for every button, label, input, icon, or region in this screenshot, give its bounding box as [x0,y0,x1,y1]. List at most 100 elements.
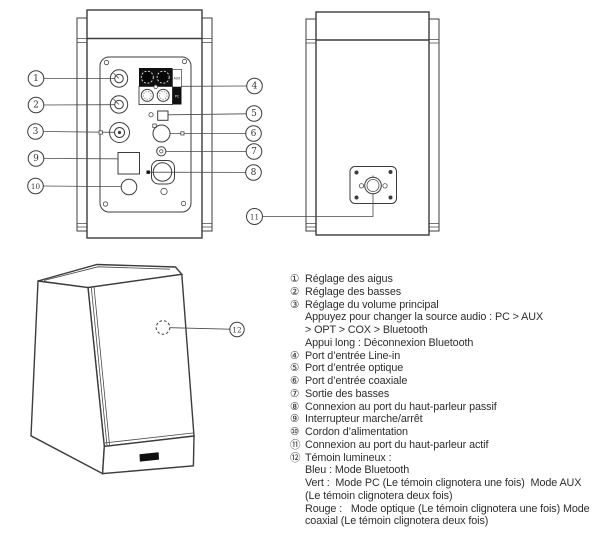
legend-line-text: Connexion au port du haut-parleur actif [305,438,489,451]
legend-line-text: Réglage du volume principal [305,298,439,311]
legend-line-number: ③ [290,298,300,311]
legend-line-number: ⑤ [290,362,300,375]
callout-4: 4 [181,77,263,95]
legend-line: coaxial (Le témoin clignotera deux fois) [290,515,604,528]
legend-line: ③ Réglage du volume principal [290,299,604,312]
svg-text:1: 1 [33,74,39,84]
power-cord-hole [120,178,138,196]
legend-line: ① Réglage des aigus [290,273,604,286]
svg-text:3: 3 [33,127,39,137]
left-speaker-rear-diagram: AUX PC [76,9,213,239]
rail-notches [306,39,439,228]
legend-line-number: ① [290,273,300,285]
legend-line-number [290,490,305,503]
svg-text:5: 5 [251,109,257,119]
legend-line-text: Connexion au port du haut-parleur passif [305,400,497,413]
legend-line: ④ Port d’entrée Line-in [290,350,604,363]
legend-line: ⑥ Port d’entrée coaxiale [290,375,604,388]
optical-port [148,110,169,121]
plinth-seam [104,432,194,444]
legend-line-text: Interrupteur marche/arrêt [305,413,423,426]
svg-text:2: 2 [33,101,39,111]
svg-text:7: 7 [251,147,257,157]
legend-line-number: ② [290,285,300,298]
legend-line-text: coaxial (Le témoin clignotera deux fois) [305,515,489,528]
legend-line-text: Appui long : Déconnexion Bluetooth [305,336,474,349]
rail-notches [77,38,212,228]
callout-12: 12 [169,321,245,338]
legend-line-text: (Le témoin clignotera deux fois) [305,489,453,502]
callout-8: 8 [146,164,262,181]
svg-text:10: 10 [31,182,41,191]
legend-line-number: ⑥ [290,375,300,387]
cabinet-body [86,9,203,239]
legend-line: > OPT > COX > Bluetooth [290,324,604,337]
legend-line-number [290,311,305,324]
legend-line-text: Bleu : Mode Bluetooth [305,464,410,477]
legend-line-number: ⑦ [290,387,300,400]
legend-line: Bleu : Mode Bluetooth [290,464,604,477]
line-in-rca-block: AUX PC [138,68,182,105]
legend-line: ⑨ Interrupteur marche/arrêt [290,413,604,426]
legend-line: Rouge : Mode optique (Le témoin clignote… [290,503,604,516]
pc-label: PC [175,95,180,99]
legend-line-text: Cordon d’alimentation [305,426,408,438]
svg-text:11: 11 [250,213,259,222]
panel-screws [102,58,188,207]
legend-line: ⑫ Témoin lumineux : [290,452,604,465]
legend-line: Appui long : Déconnexion Bluetooth [290,337,604,350]
legend-line-text: Témoin lumineux : [305,451,392,464]
brand-badge [139,452,159,462]
callout-1: 1 [27,70,115,87]
legend-line-text: Port d’entrée Line-in [305,349,401,362]
legend-line: ② Réglage des basses [290,286,604,299]
svg-text:8: 8 [251,168,257,178]
power-switch [117,152,140,175]
legend-line-text: Réglage des basses [305,285,402,298]
legend-line-text: Réglage des aigus [305,273,393,285]
legend-line-text: Port d’entrée optique [305,362,404,375]
legend-line-text: Rouge : Mode optique (Le témoin clignote… [305,502,590,515]
callout-3: 3 [27,123,115,140]
legend-line-number [290,324,305,337]
legend-line-number: ⑪ [290,438,301,451]
led-indicator-dashed [155,320,171,335]
top-bevel-line [43,266,171,281]
legend-line-number [290,464,305,477]
front-edge-bevel [90,286,110,446]
callout-2: 2 [27,96,115,114]
legend-line-number [290,515,305,528]
bass-output-port [156,146,167,157]
legend-line: ⑪ Connexion au port du haut-parleur acti… [290,439,604,452]
legend-line: Appuyez pour changer la source audio : P… [290,311,604,324]
callout-10: 10 [27,177,122,195]
front-face [87,273,195,448]
legend: ① Réglage des aigus ② Réglage des basses… [290,273,604,528]
front-speaker-diagram [30,263,195,475]
cabinet-body [315,11,430,236]
legend-line-number [290,503,305,516]
callout-6: 6 [170,125,262,142]
legend-line-number: ⑩ [290,426,300,438]
legend-line: Vert : Mode PC (Le témoin clignotera une… [290,477,604,490]
legend-line-number [290,477,305,490]
legend-line-number: ⑫ [290,451,301,464]
legend-line: ⑩ Cordon d’alimentation [290,426,604,439]
callout-5: 5 [167,105,263,122]
legend-line-number: ⑨ [290,413,300,426]
svg-text:4: 4 [252,82,258,92]
legend-line-text: Port d’entrée coaxiale [305,375,408,387]
legend-line: ⑧ Connexion au port du haut-parleur pass… [290,401,604,414]
legend-line-number: ⑧ [290,400,300,413]
callout-9: 9 [27,150,118,167]
legend-line-number: ④ [290,349,300,362]
aux-label: AUX [174,77,182,81]
legend-line: ⑦ Sortie des basses [290,388,604,401]
legend-line-text: Vert : Mode PC (Le témoin clignotera une… [305,477,582,489]
legend-line: (Le témoin clignotera deux fois) [290,490,604,503]
svg-text:9: 9 [33,154,39,164]
right-speaker-rear-diagram [305,11,440,236]
legend-line-text: Sortie des basses [305,387,390,400]
